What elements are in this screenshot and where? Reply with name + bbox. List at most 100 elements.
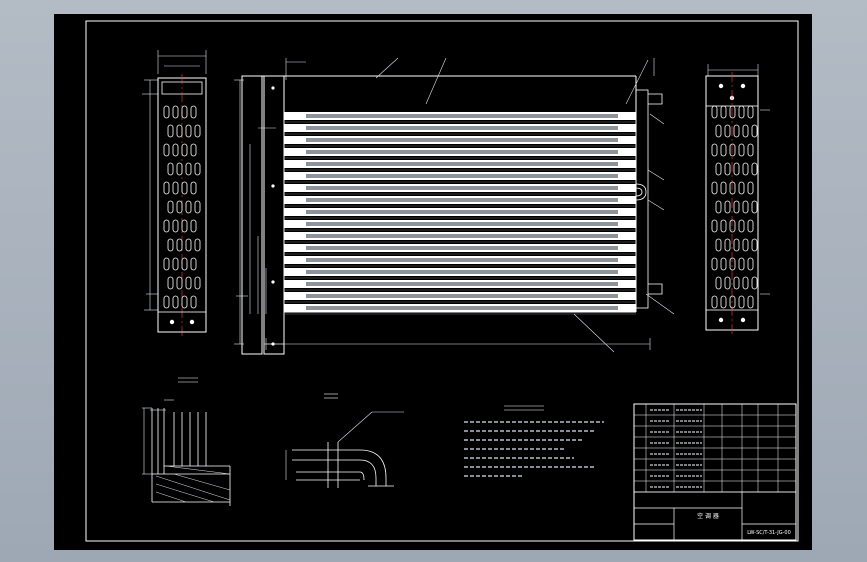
tube-hole [720,105,727,119]
tube-hole [715,124,722,138]
tube-hole [163,105,170,119]
tube-hole [163,143,170,157]
tube-hole [742,162,749,176]
front-left-end-plate [241,75,263,355]
tube-hole [181,105,188,119]
tube-hole [172,181,179,195]
fin-shading [306,174,618,178]
tube-hole [185,276,192,290]
tube-hole [720,257,727,271]
front-leader-lines [236,57,675,353]
title-block: 空 调 器 LW-SC/T-31-JG-00 [633,403,797,541]
tube-hole [181,181,188,195]
left-mount-hole [189,319,195,325]
tube-hole [194,276,201,290]
tube-hole [733,162,740,176]
tube-hole [738,181,745,195]
tube-hole [172,143,179,157]
tube-hole [738,219,745,233]
fin-shading [306,186,618,190]
tube-hole [711,219,718,233]
cad-drawing: 空 调 器 LW-SC/T-31-JG-00 [85,20,799,542]
front-fin-coil [284,112,636,315]
drawing-number: LW-SC/T-31-JG-00 [747,530,791,536]
tube-hole [715,200,722,214]
tube-hole [747,219,754,233]
detail-section-1 [142,377,231,506]
tube-hole [711,181,718,195]
tube-hole [751,276,758,290]
tube-hole [747,181,754,195]
tube-hole [181,219,188,233]
fin-shading [306,222,618,226]
tube-hole [190,295,197,309]
tube-hole [715,162,722,176]
fin-shading [306,306,618,310]
tube-hole [729,257,736,271]
tube-hole [738,105,745,119]
fin-shading [306,294,618,298]
front-right-bends [635,93,663,295]
left-mount-hole [169,319,175,325]
tube-hole [190,181,197,195]
tube-hole [751,200,758,214]
tube-hole [194,238,201,252]
tube-hole [163,257,170,271]
tube-hole [176,124,183,138]
tube-hole [176,238,183,252]
tube-hole [185,238,192,252]
tube-hole [733,238,740,252]
tube-hole [711,295,718,309]
tube-hole [742,200,749,214]
left-side-tube-holes [163,105,201,309]
tube-hole [738,257,745,271]
front-left-mount-holes [271,86,275,346]
left-side-bottom-flange [157,311,207,333]
tube-hole [720,295,727,309]
tube-hole [738,143,745,157]
tube-hole [715,238,722,252]
tube-hole [190,105,197,119]
right-side-tube-holes [711,105,758,309]
tube-hole [181,295,188,309]
tube-hole [715,276,722,290]
tube-hole [747,105,754,119]
left-side-view-dims [142,50,207,311]
tube-hole [190,257,197,271]
fin-shading [306,126,618,130]
tube-hole [167,124,174,138]
front-view [234,57,675,355]
tube-hole [172,219,179,233]
fin-shading [306,282,618,286]
drawing-frame [85,20,799,542]
fin-shading [306,246,618,250]
tube-hole [724,124,731,138]
tube-hole [747,295,754,309]
tube-hole [747,143,754,157]
tube-hole [724,200,731,214]
tube-hole [167,200,174,214]
tube-hole [733,124,740,138]
tube-hole [190,219,197,233]
tube-hole [163,181,170,195]
tube-hole [163,295,170,309]
technical-notes [464,405,604,477]
tube-hole [176,200,183,214]
tube-hole [720,181,727,195]
tube-hole [711,257,718,271]
tube-hole [751,162,758,176]
right-side-mount-holes [718,83,746,323]
fin-shading [306,234,618,238]
fin-shading [306,114,618,118]
tube-hole [190,143,197,157]
tube-hole [742,276,749,290]
tube-hole [711,143,718,157]
detail-section-2 [285,393,404,488]
fin-shading [306,138,618,142]
tube-hole [747,257,754,271]
tube-hole [729,143,736,157]
tube-hole [194,124,201,138]
front-view-dims [234,58,655,350]
tube-hole [733,276,740,290]
tube-hole [172,257,179,271]
